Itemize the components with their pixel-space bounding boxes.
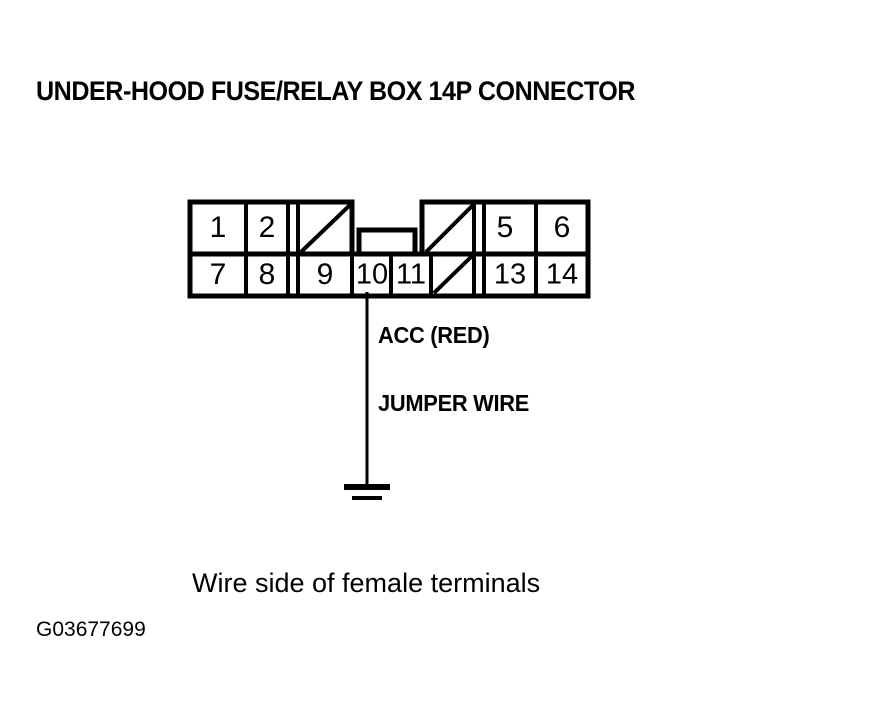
connector-svg: 1 2 5 6 7 8 9 10 11 13 14: [187, 199, 591, 299]
pin-label-14: 14: [546, 259, 578, 291]
connector-top-right-outline: [419, 199, 591, 254]
connector-bottom-outline: [187, 254, 591, 299]
pin-label-2: 2: [259, 211, 276, 244]
pin-label-11: 11: [396, 259, 426, 291]
pin-label-10: 10: [356, 259, 388, 291]
page-title: UNDER-HOOD FUSE/RELAY BOX 14P CONNECTOR: [36, 76, 636, 106]
figure-caption: Wire side of female terminals: [192, 568, 541, 598]
pin-label-1: 1: [210, 211, 227, 244]
pin-label-8: 8: [259, 258, 276, 291]
blank-slash-top-left: [299, 203, 352, 254]
pin-label-5: 5: [497, 211, 514, 244]
blank-slash-bottom-pin12: [432, 254, 474, 295]
pin-label-9: 9: [317, 258, 334, 291]
pin-label-7: 7: [210, 258, 227, 291]
pin-label-13: 13: [494, 259, 526, 291]
pin-label-6: 6: [554, 211, 571, 244]
connector-locking-tab: [356, 227, 418, 254]
connector-top-left-outline: [187, 199, 355, 254]
jumper-wire-label: JUMPER WIRE: [378, 390, 530, 416]
acc-wire-label: ACC (RED): [378, 322, 490, 348]
connector-diagram: 1 2 5 6 7 8 9 10 11 13 14: [186, 196, 596, 304]
blank-slash-top-right: [424, 203, 475, 254]
figure-id: G03677699: [36, 618, 146, 641]
jumper-wire-graphic: [344, 292, 390, 500]
